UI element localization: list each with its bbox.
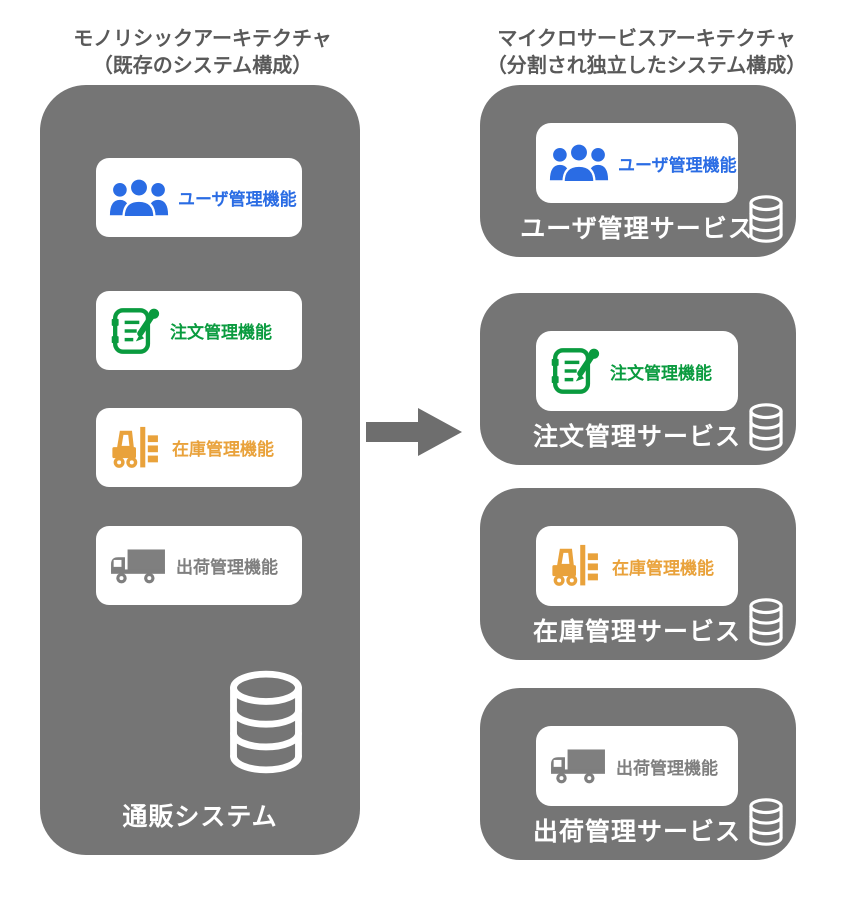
function-label: 注文管理機能: [170, 323, 272, 342]
function-label: 出荷管理機能: [176, 558, 278, 577]
function-card-shipping: 出荷管理機能: [96, 526, 302, 605]
function-card-orders: 注文管理機能: [96, 291, 302, 370]
users-icon: [109, 177, 169, 219]
service-label: ユーザ管理サービス: [520, 215, 754, 243]
service-box-shipping: 出荷管理機能 出荷管理サービス: [480, 688, 796, 860]
order-note-pen-icon: [549, 346, 601, 396]
database-icon: [747, 192, 785, 246]
function-label: 注文管理機能: [610, 363, 712, 383]
function-card-inventory: 在庫管理機能: [96, 408, 302, 487]
function-label: 在庫管理機能: [172, 440, 274, 459]
function-label: ユーザ管理機能: [178, 190, 297, 209]
service-label: 在庫管理サービス: [532, 618, 741, 646]
users-icon: [549, 142, 609, 184]
function-card-orders: 注文管理機能: [536, 331, 738, 411]
forklift-icon: [109, 425, 163, 471]
truck-icon: [109, 546, 167, 586]
monolith-title-line1: モノリシックアーキテクチャ: [73, 28, 332, 50]
service-box-orders: 注文管理機能 注文管理サービス: [480, 293, 796, 465]
database-icon: [222, 669, 310, 775]
database-icon: [747, 595, 785, 649]
database-icon: [747, 400, 785, 454]
function-card-shipping: 出荷管理機能: [536, 726, 738, 806]
right-arrow-icon: [366, 406, 464, 458]
order-note-pen-icon: [109, 306, 161, 356]
service-box-inventory: 在庫管理機能 在庫管理サービス: [480, 488, 796, 660]
service-box-users: ユーザ管理機能 ユーザ管理サービス: [480, 85, 796, 257]
monolith-title-line2: （既存のシステム構成）: [92, 55, 313, 77]
service-label: 出荷管理サービス: [532, 818, 741, 846]
monolith-system-label: 通販システム: [122, 803, 278, 831]
microservices-title-line1: マイクロサービスアーキテクチャ: [497, 28, 796, 50]
function-label: 出荷管理機能: [616, 758, 718, 778]
forklift-icon: [549, 543, 603, 589]
monolith-title: モノリシックアーキテクチャ （既存のシステム構成）: [35, 26, 370, 80]
function-card-users: ユーザ管理機能: [536, 123, 738, 203]
function-card-inventory: 在庫管理機能: [536, 526, 738, 606]
microservices-title-line2: （分割され独立したシステム構成）: [486, 55, 807, 77]
function-label: ユーザ管理機能: [618, 155, 737, 175]
database-icon: [747, 795, 785, 849]
function-label: 在庫管理機能: [612, 558, 714, 578]
truck-icon: [549, 746, 607, 786]
microservices-title: マイクロサービスアーキテクチャ （分割され独立したシステム構成）: [450, 26, 843, 80]
monolith-system-box: ユーザ管理機能 注文管理機能 在庫管理機能 出荷管理機能 通販システム: [40, 85, 360, 855]
function-card-users: ユーザ管理機能: [96, 158, 302, 237]
service-label: 注文管理サービス: [532, 423, 741, 451]
